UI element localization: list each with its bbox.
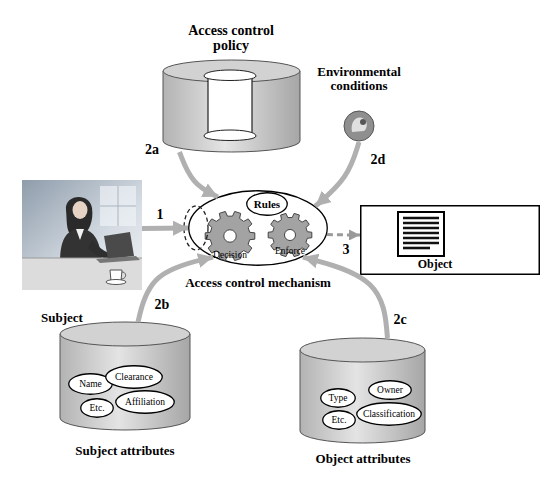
policy-store-outline <box>163 60 300 152</box>
object-box: Object <box>360 205 540 275</box>
attribute-ellipse: Owner <box>368 380 412 400</box>
node-label: Access control mechanism <box>168 276 348 290</box>
node-label: Access control policy <box>171 23 291 54</box>
flow-arrow <box>315 142 359 206</box>
callout-number: 3 <box>331 241 361 259</box>
window-frame <box>100 206 136 207</box>
mechanism-ellipse: Access control mechanismRulesDecisionEnf… <box>188 190 328 266</box>
cylinder-top <box>60 322 190 346</box>
cylinder-body <box>60 334 190 430</box>
environment-icon <box>344 111 374 141</box>
desk <box>22 258 142 290</box>
person-collar <box>76 229 84 240</box>
cup-saucer <box>106 280 126 285</box>
node-label: Clearance <box>105 365 163 389</box>
environment-node: Environmental conditions <box>342 110 376 142</box>
node-label: Owner <box>368 380 412 400</box>
node-label: Rules <box>246 192 288 216</box>
node-label: Etc. <box>80 398 114 418</box>
ellipse-outline <box>247 193 288 216</box>
callout-number: 2a <box>137 141 167 159</box>
box-outline <box>361 206 540 275</box>
node-label: Environmental conditions <box>304 65 414 94</box>
rules-ellipse: Rules <box>246 192 288 216</box>
subject-attribute-store: Subject attributesNameClearanceEtc.Affil… <box>60 322 190 430</box>
laptop-screen <box>104 232 134 259</box>
person-arm <box>88 240 112 259</box>
flow-arrow <box>179 152 217 197</box>
cylinder-body <box>163 71 300 152</box>
enforce-gear: Enforce <box>266 212 314 258</box>
coffee-cup <box>110 270 122 281</box>
node-label: Enforce <box>262 246 318 256</box>
ellipse-outline <box>357 403 422 426</box>
gear-hub <box>224 230 236 242</box>
attribute-ellipse: Type <box>320 388 356 408</box>
attribute-ellipse: Affiliation <box>115 390 175 414</box>
flow-arrow <box>142 226 188 231</box>
decision-gear: Decision <box>202 210 258 262</box>
desk-edge <box>22 258 142 259</box>
ellipse-outline <box>116 391 175 414</box>
attribute-ellipse: Etc. <box>322 410 356 430</box>
node-label: Object attributes <box>288 452 438 466</box>
attribute-ellipse: Clearance <box>105 365 163 389</box>
node-label: Etc. <box>322 410 356 430</box>
node-label: Subject attributes <box>50 444 200 458</box>
node-label: Classification <box>356 402 422 426</box>
node-label: Type <box>320 388 356 408</box>
cup-handle <box>121 272 126 279</box>
window-frame <box>118 186 119 226</box>
ellipse-outline <box>189 191 328 266</box>
cylinder-top <box>163 60 300 82</box>
cylinder-body <box>300 350 425 443</box>
policy-store: Access control policy <box>163 60 300 152</box>
office-window <box>100 186 136 226</box>
attribute-ellipse: Etc. <box>80 398 114 418</box>
laptop-base <box>96 256 140 263</box>
object-attribute-store: Object attributesTypeOwnerEtc.Classifica… <box>300 338 425 443</box>
dashed-flow-arrow <box>327 233 360 237</box>
callout-number: 1 <box>145 206 175 224</box>
environment-icon-detail <box>352 118 367 132</box>
node-label: Subject <box>22 311 102 325</box>
node-label: Affiliation <box>115 390 175 414</box>
person-hair <box>66 197 93 234</box>
callout-number: 2c <box>385 311 415 329</box>
node-label: Decision <box>198 250 262 260</box>
cylinder-top <box>300 338 425 362</box>
attribute-ellipse: Classification <box>356 402 422 426</box>
ellipse-outline <box>321 389 356 408</box>
callout-number: 2b <box>147 296 177 314</box>
node-label: Object <box>395 258 475 271</box>
ellipse-outline <box>106 366 163 389</box>
ellipse-outline <box>369 381 412 400</box>
ellipse-outline <box>323 411 356 430</box>
callout-number: 2d <box>363 151 393 169</box>
person-jacket <box>60 228 102 262</box>
ellipse-outline <box>81 399 114 418</box>
subject-node: Subject <box>22 180 142 290</box>
office-background <box>22 180 142 290</box>
person-face <box>73 201 88 219</box>
gear-hub <box>284 229 295 240</box>
environment-icon-detail <box>360 119 366 125</box>
